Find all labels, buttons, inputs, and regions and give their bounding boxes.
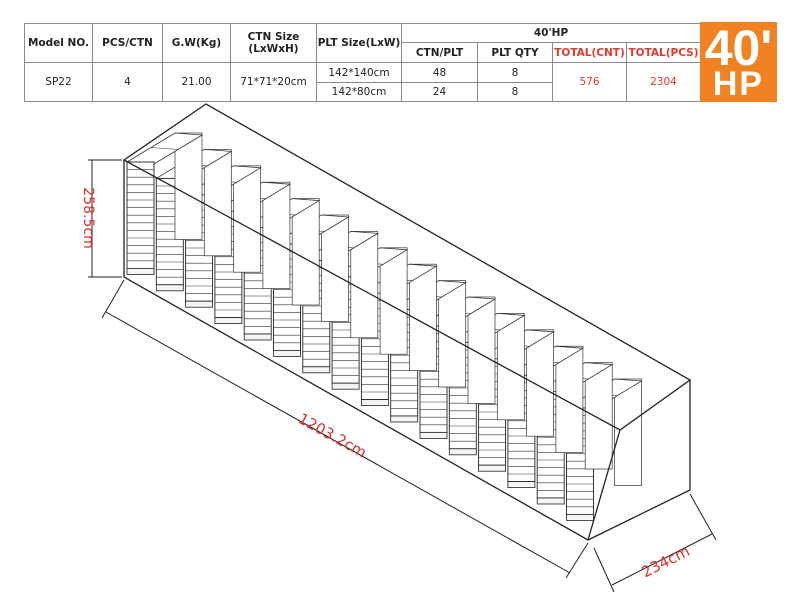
table-row: SP22 4 21.00 71*71*20cm 142*140cm 48 8 5… — [24, 62, 701, 102]
height-dimension-label: 258.5cm — [80, 187, 96, 248]
table-row: 142*80cm 24 8 — [25, 82, 701, 102]
cell-ctn-plt: 24 — [401, 82, 478, 102]
cell-ctn-plt: 48 — [401, 62, 478, 83]
header-plt-size: PLT Size(LxW) — [316, 23, 402, 63]
header-pcs-ctn: PCS/CTN — [92, 23, 163, 63]
carton-stacks — [125, 132, 643, 521]
badge-size-text: 40' — [704, 20, 773, 76]
header-total-pcs: TOTAL(PCS) — [626, 42, 701, 63]
container-badge: 40' HP — [700, 20, 777, 103]
badge-type-text: HP — [712, 65, 765, 103]
width-dimension-label: 234cm — [639, 542, 693, 581]
cell-plt-qty: 8 — [477, 62, 553, 83]
cell-total-pcs: 2304 — [626, 62, 701, 102]
cell-model-no: SP22 — [24, 62, 93, 102]
header-plt-qty: PLT QTY — [477, 42, 553, 63]
container-load-drawing: 258.5cm 1203.2cm 234cm — [80, 103, 717, 593]
cell-pcs-ctn: 4 — [92, 62, 163, 102]
cell-ctn-size: 71*71*20cm — [230, 62, 317, 102]
header-ctn-plt: CTN/PLT — [401, 42, 478, 63]
cell-total-cnt: 576 — [552, 62, 627, 102]
cell-plt-qty: 8 — [477, 82, 553, 102]
header-gross-weight: G.W(Kg) — [162, 23, 231, 63]
dimension-lines — [88, 159, 717, 593]
spec-table: Model NO. PCS/CTN G.W(Kg) CTN Size (LxWx… — [24, 23, 701, 102]
container-outline — [122, 103, 692, 541]
length-dimension-label: 1203.2cm — [295, 409, 370, 461]
header-total-cnt: TOTAL(CNT) — [552, 42, 627, 63]
header-model-no: Model NO. — [24, 23, 93, 63]
header-40hp: 40'HP — [401, 23, 701, 43]
cell-plt-size: 142*80cm — [316, 82, 402, 102]
cell-plt-size: 142*140cm — [316, 62, 402, 83]
header-ctn-size: CTN Size (LxWxH) — [230, 23, 317, 63]
cell-gross-weight: 21.00 — [162, 62, 231, 102]
carton-stack — [125, 132, 204, 275]
